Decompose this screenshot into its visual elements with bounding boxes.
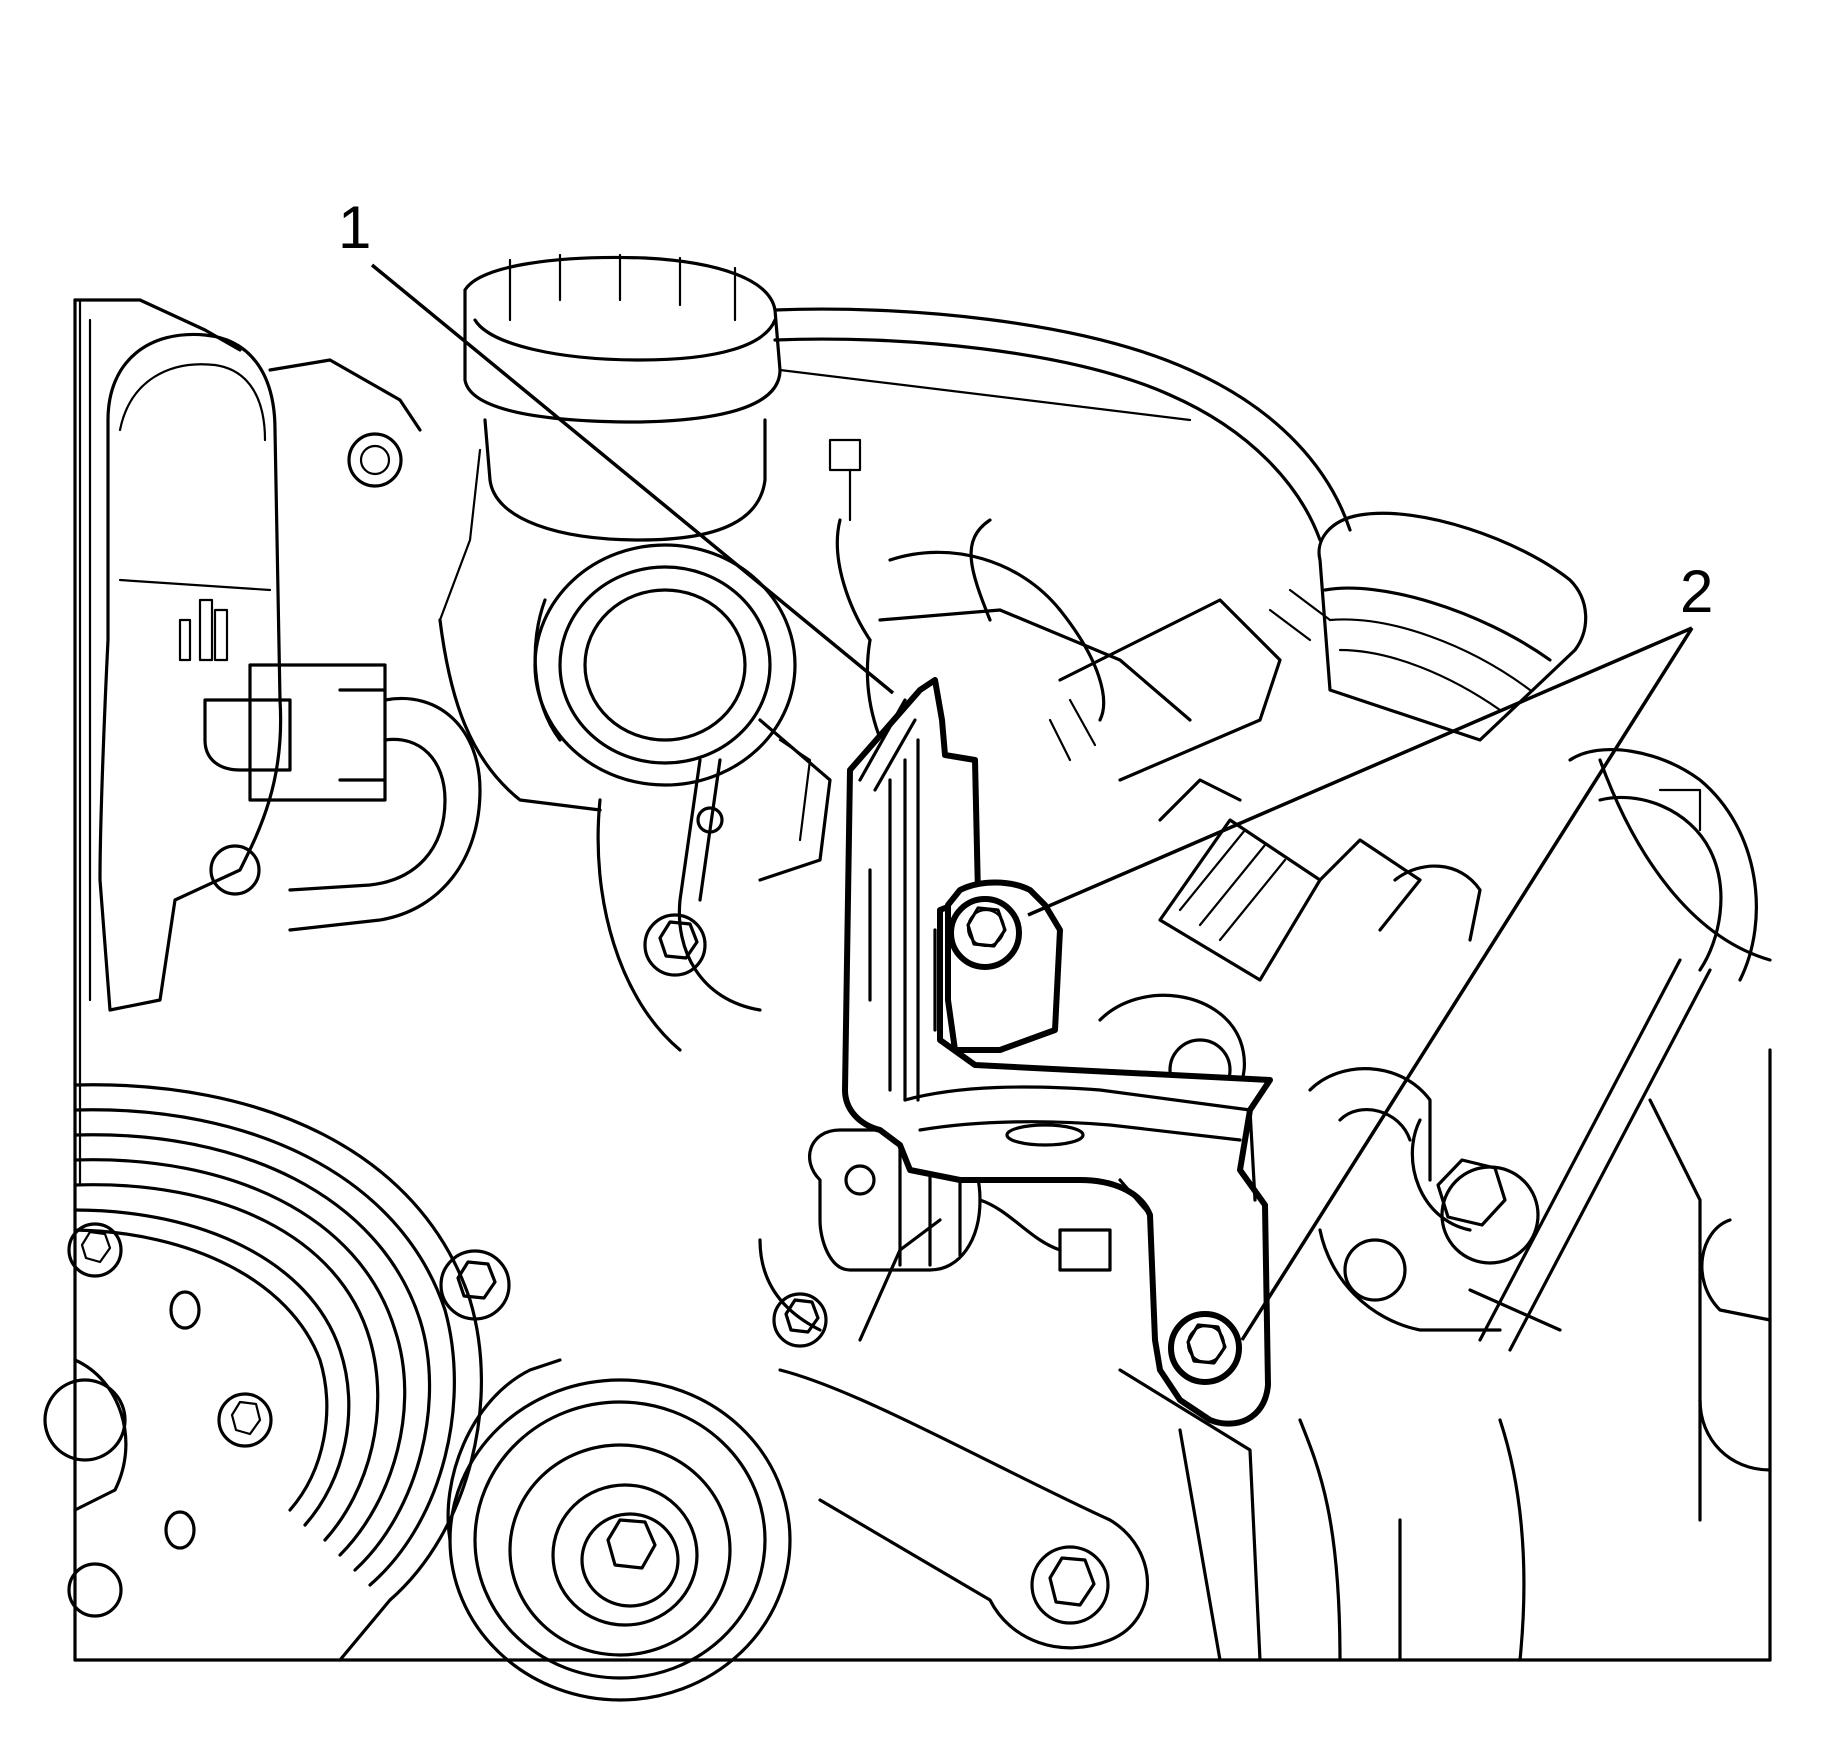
engine-line-art bbox=[43, 253, 1772, 1702]
bolt-upper bbox=[948, 896, 1022, 970]
oil-filler-cap bbox=[463, 255, 782, 424]
leader-2a bbox=[1027, 626, 1693, 917]
bracket bbox=[842, 677, 1273, 1427]
hex-bolt-right bbox=[1436, 1158, 1507, 1227]
right-connector bbox=[1158, 818, 1322, 982]
leader-1 bbox=[370, 263, 895, 695]
bolt-lower bbox=[1168, 1311, 1242, 1385]
callout-2-label: 2 bbox=[1680, 558, 1713, 625]
callout-1-label: 1 bbox=[338, 194, 371, 261]
bracket-outline bbox=[842, 677, 1273, 1427]
left-hose bbox=[288, 697, 482, 932]
bracket-bolts bbox=[948, 896, 1242, 1385]
crankshaft-pulley bbox=[43, 1083, 484, 1662]
leader-2b bbox=[1240, 627, 1694, 1341]
sensor-housing bbox=[98, 332, 283, 1012]
tensioner-arm bbox=[778, 1368, 1150, 1650]
left-connector bbox=[203, 698, 292, 772]
callout-leaders bbox=[370, 263, 1694, 1341]
idler-pulley bbox=[446, 1358, 792, 1702]
right-filler-cap bbox=[1317, 511, 1588, 742]
